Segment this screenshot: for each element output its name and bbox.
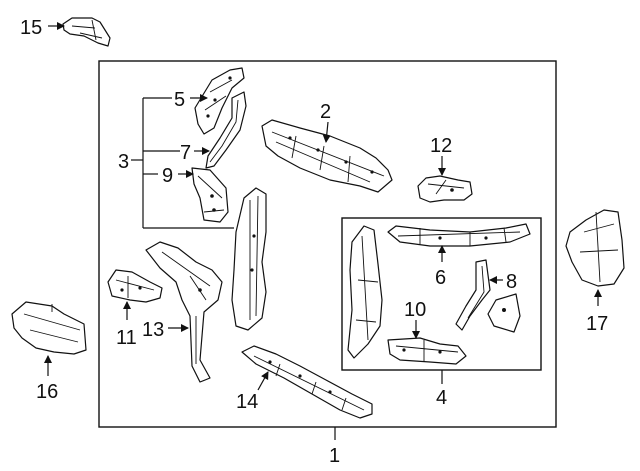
callout-2-leader [322,121,331,143]
callout-10: 10 [404,299,426,321]
callout-4: 4 [436,387,447,409]
part-7-strip[interactable] [205,91,247,169]
callout-16: 16 [36,381,58,403]
part-8-gusset[interactable] [487,293,521,333]
callout-8: 8 [506,271,517,293]
part-15-bracket[interactable] [62,17,111,47]
callout-2: 2 [320,101,331,123]
part-17-bracket[interactable] [565,209,625,287]
part-2-upper-tie-bar[interactable] [261,119,393,193]
part-16-bracket[interactable] [11,301,87,355]
part-10-bracket[interactable] [387,337,467,365]
assembly-frame [98,60,557,428]
part-8-bracket[interactable] [455,259,491,331]
callout-13: 13 [142,319,164,341]
callout-3-bracket [131,97,234,229]
callout-14-leader [257,371,269,391]
callout-5: 5 [174,89,185,111]
part-11-bracket[interactable] [107,269,163,303]
callout-1: 1 [329,445,340,467]
part-12-bracket[interactable] [417,175,473,203]
part-4-side-member[interactable] [347,225,383,359]
callout-11: 11 [116,327,137,349]
callout-15: 15 [20,17,42,39]
callout-7: 7 [180,142,191,164]
callout-9: 9 [162,165,173,187]
callout-14: 14 [236,391,258,413]
callout-12: 12 [430,135,452,157]
callout-17: 17 [586,313,608,335]
part-3-side-support[interactable] [231,187,267,331]
part-9-gusset[interactable] [191,167,229,223]
callout-6: 6 [435,267,446,289]
part-6-bar[interactable] [387,223,531,247]
part-13-support[interactable] [145,241,223,383]
part-5-bracket[interactable] [194,67,245,135]
part-14-lower-tie-bar[interactable] [241,345,373,419]
callout-3: 3 [118,151,129,173]
